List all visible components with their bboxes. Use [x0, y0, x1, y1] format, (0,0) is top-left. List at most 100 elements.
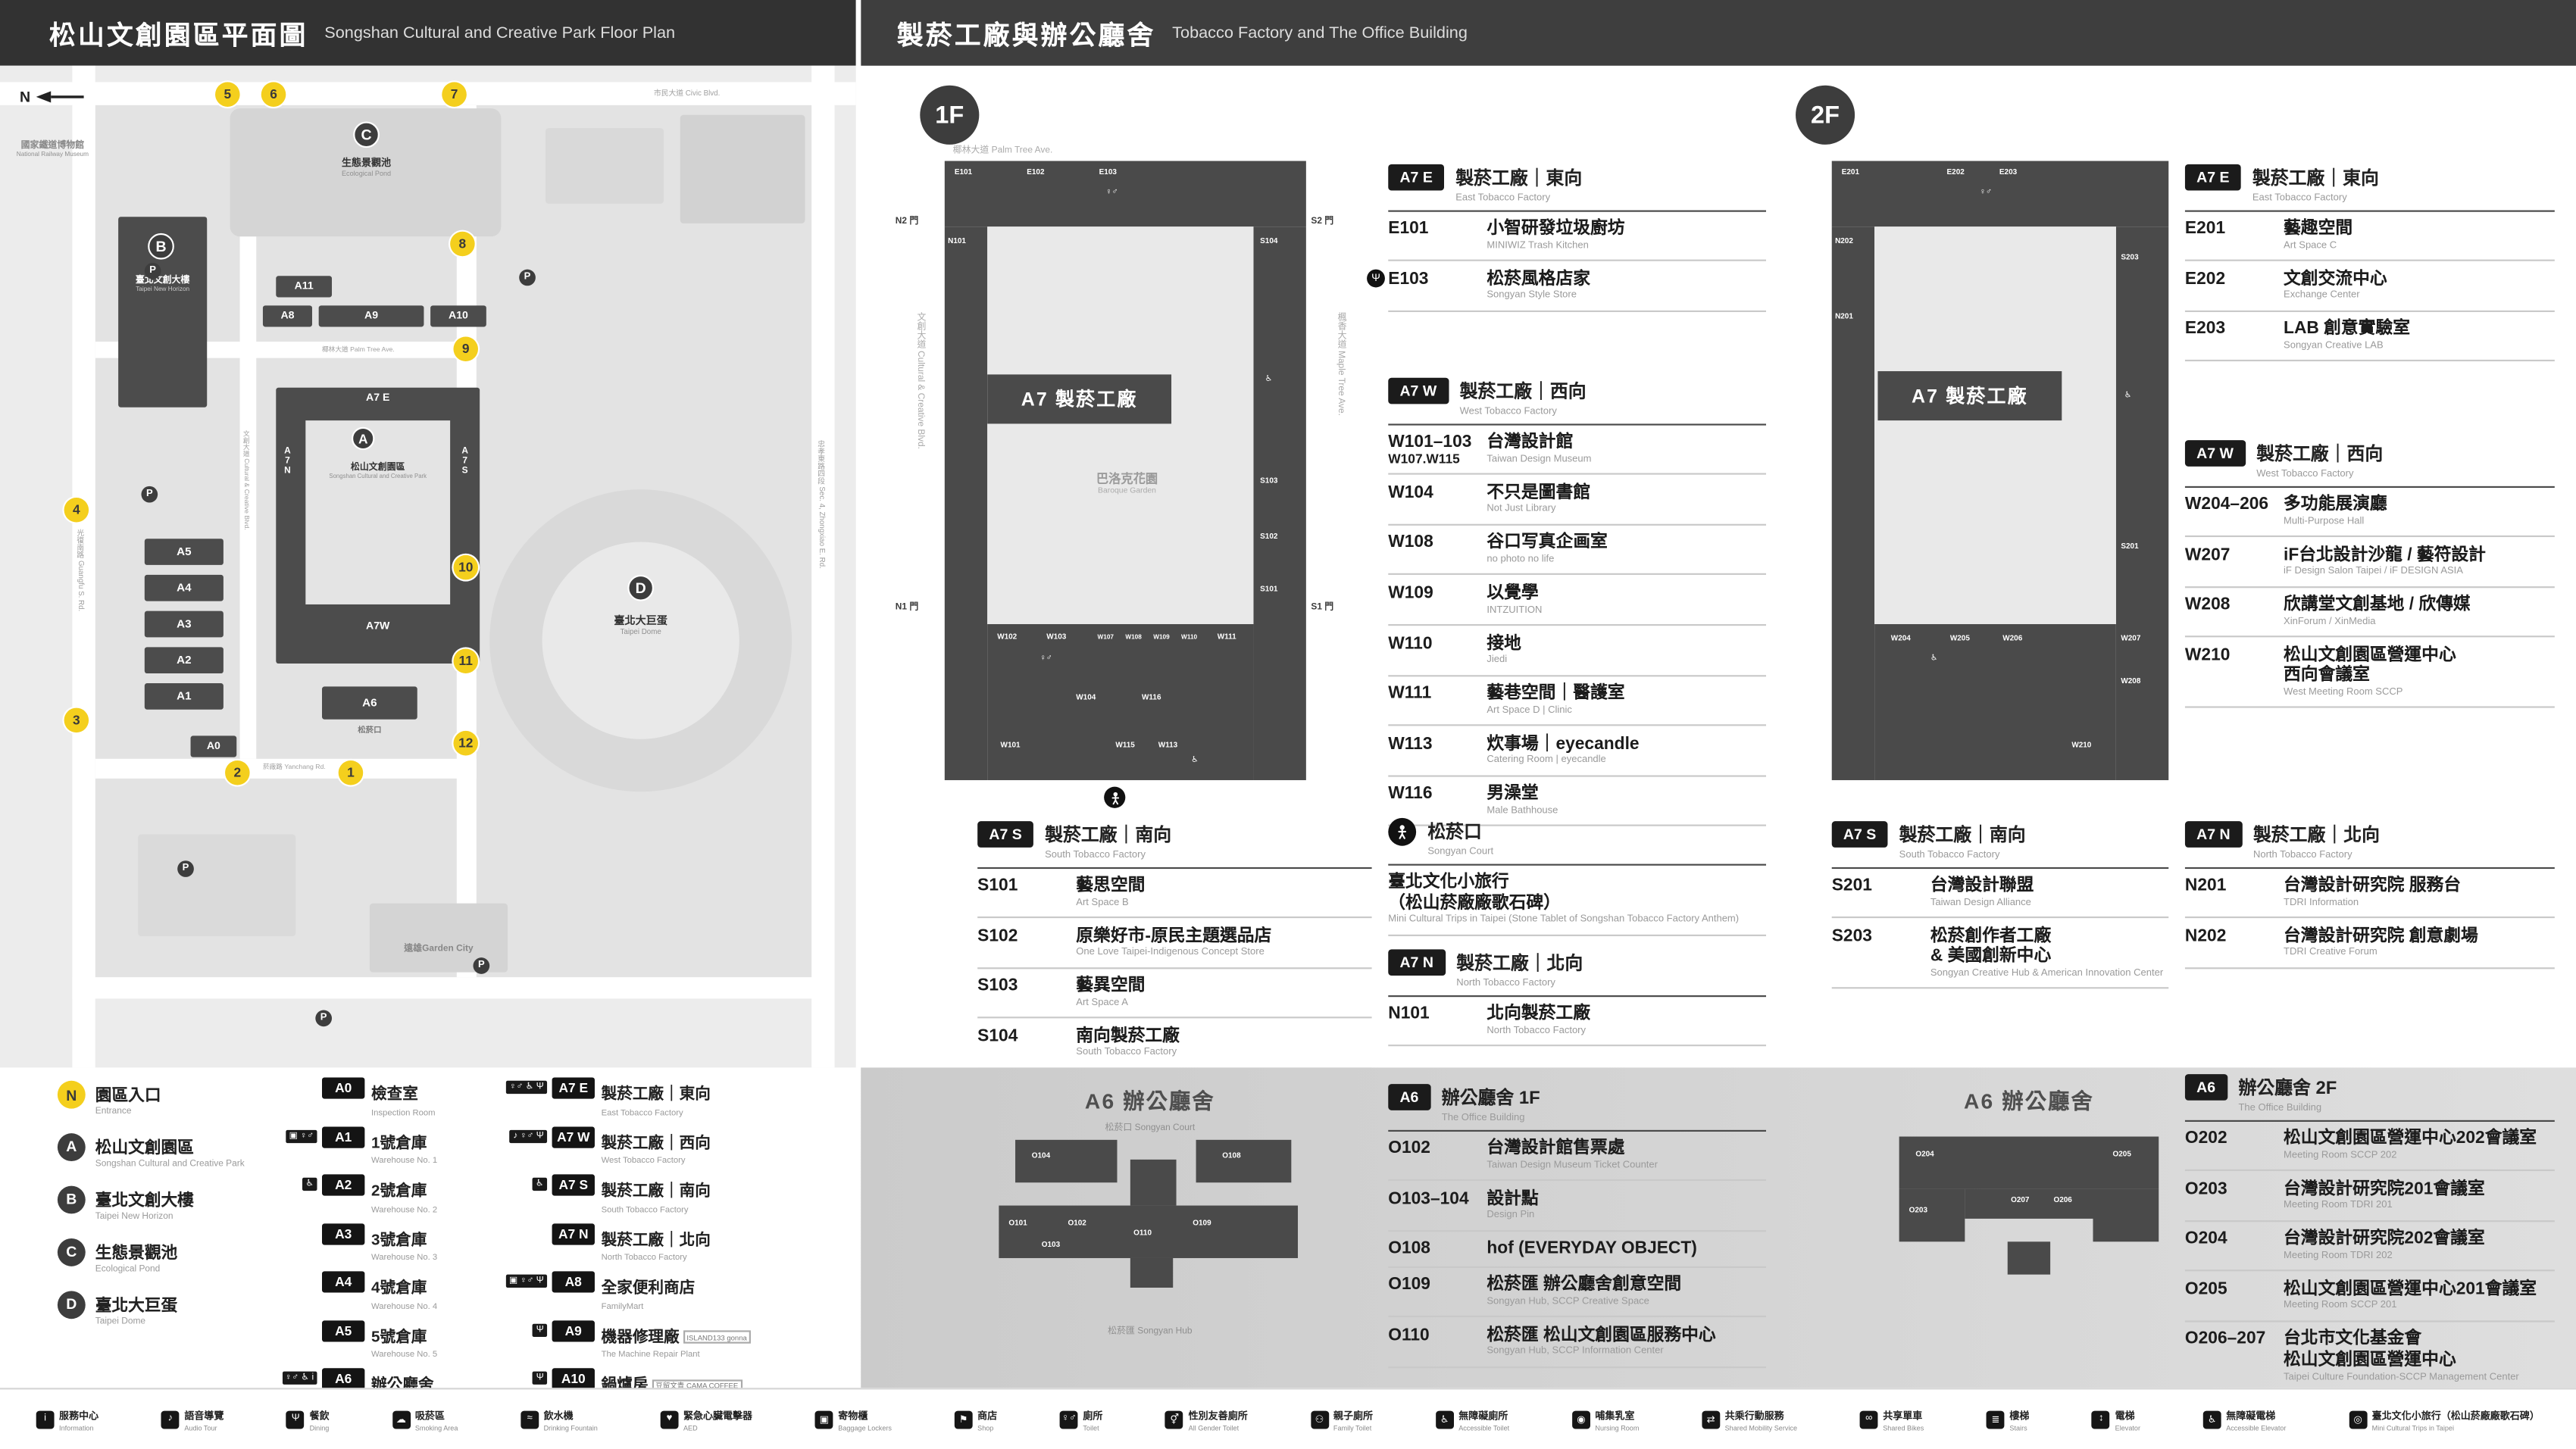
- room-zh: hof (EVERYDAY OBJECT): [1487, 1238, 1697, 1259]
- railway-museum-en: National Railway Museum: [16, 151, 89, 158]
- room-zh: 藝趣空間: [2284, 218, 2353, 239]
- room-code: O205: [2185, 1279, 2277, 1314]
- footer-icon: ↕: [2092, 1410, 2111, 1429]
- building-code-badge: A3: [322, 1223, 365, 1244]
- room-label: W205: [1949, 633, 1970, 642]
- room-zh: 北向製菸工廠: [1487, 1003, 1590, 1023]
- building-en: West Tobacco Factory: [601, 1156, 686, 1166]
- room-label: O205: [2112, 1149, 2131, 1158]
- room-label: W208: [2121, 676, 2141, 685]
- footer-icon: ⇄: [1702, 1410, 1721, 1429]
- room-code-main: E103: [1388, 268, 1429, 289]
- note-row: 臺北文化小旅行（松山菸廠廠歌石碑）Mini Cultural Trips in …: [1388, 865, 1766, 936]
- person-icon: [1388, 817, 1417, 846]
- room-code-main: W113: [1388, 733, 1433, 754]
- landmark-badge: B: [57, 1185, 86, 1213]
- room-label: O109: [1193, 1218, 1211, 1227]
- footer-en: Accessible Elevator: [2226, 1422, 2287, 1432]
- footer-icon: ☁: [392, 1410, 411, 1429]
- landmark-zh: 松山文創園區: [95, 1139, 194, 1158]
- building-b-en: Taipei New Horizon: [136, 286, 190, 292]
- footer-legend-item: ◎ 臺北文化小旅行（松山菸廠廠歌石碑）Mini Cultural Trips i…: [2349, 1407, 2540, 1432]
- room-en: South Tobacco Factory: [1076, 1048, 1177, 1059]
- section-badge: A7 N: [1388, 949, 1446, 976]
- room-label: W204: [1890, 633, 1911, 642]
- songyan-court-label: 松菸口 Songyan Court: [1105, 1123, 1196, 1134]
- room-label: S201: [2121, 542, 2139, 551]
- footer-zh: 性別友善廁所: [1188, 1412, 1248, 1422]
- footer-zh: 親子廁所: [1333, 1412, 1374, 1422]
- footer-icon: Ψ: [286, 1410, 305, 1429]
- footer-en: Audio Tour: [184, 1422, 217, 1432]
- room-code-main: E201: [2184, 218, 2226, 239]
- room-label: W109: [1153, 633, 1170, 641]
- a6-2f-west-wing: [1899, 1188, 1965, 1242]
- room-code-main: S104: [977, 1026, 1018, 1046]
- room-en: Male Bathhouse: [1487, 806, 1558, 817]
- songyan-hub-label: 松菸匯 Songyan Hub: [1108, 1327, 1193, 1338]
- entrance-12: 12: [453, 730, 478, 756]
- room-label: W103: [1046, 632, 1067, 641]
- room-label: W108: [1125, 633, 1142, 641]
- landmark-zh: 臺北大巨蛋: [95, 1296, 178, 1315]
- a6-1f-main-bar: [999, 1205, 1299, 1258]
- section-title-en: Songyan Court: [1427, 846, 1494, 857]
- road-label-zhongxiao: 忠孝東路四段 Sec. 4, Zhongxiao E. Rd.: [818, 440, 827, 569]
- room-label: O206: [2053, 1195, 2072, 1204]
- room-code-main: O203: [2184, 1179, 2227, 1199]
- entrance-9: 9: [453, 336, 478, 362]
- building-b-label: 臺北文創大樓 Taipei New Horizon: [120, 273, 205, 292]
- a6-1f-stub: [1130, 1159, 1177, 1206]
- room-code-extra: W107.W115: [1388, 451, 1460, 467]
- gate-s1: S1 門: [1311, 602, 1334, 613]
- building-a0: A0: [190, 735, 237, 757]
- street-label-cultural-1f: 文創大道 Cultural & Creative Blvd.: [914, 311, 925, 449]
- amenity-icons: ♀♂ ♿ i: [281, 1371, 317, 1385]
- room-code-main: E101: [1388, 218, 1429, 239]
- room-zh: 松菸風格店家: [1487, 268, 1590, 289]
- section-badge: A7 S: [977, 821, 1033, 848]
- footer-icon: ⚥: [1165, 1410, 1184, 1429]
- landmark-badge: D: [57, 1290, 86, 1319]
- room-code: E101: [1388, 218, 1480, 253]
- room-zh: iF台北設計沙龍 / 藝符設計: [2284, 545, 2486, 565]
- room-zh: 藝思空間: [1076, 875, 1146, 895]
- baroque-garden-courtyard: [987, 226, 1254, 624]
- room-code-main: O206–207: [2184, 1329, 2266, 1350]
- songyan-court-map-label: 松菸口: [322, 724, 417, 736]
- a7w-map-label: A7W: [366, 620, 390, 632]
- footer-en: Stairs: [2009, 1422, 2027, 1432]
- footer-zh: 商店: [977, 1412, 998, 1422]
- dining-icon: Ψ: [1367, 269, 1385, 288]
- room-en: Art Space B: [1076, 898, 1129, 908]
- room-code-main: W108: [1388, 532, 1433, 553]
- room-label: E103: [1099, 167, 1117, 176]
- plan-2f-east-wing: [2115, 226, 2169, 780]
